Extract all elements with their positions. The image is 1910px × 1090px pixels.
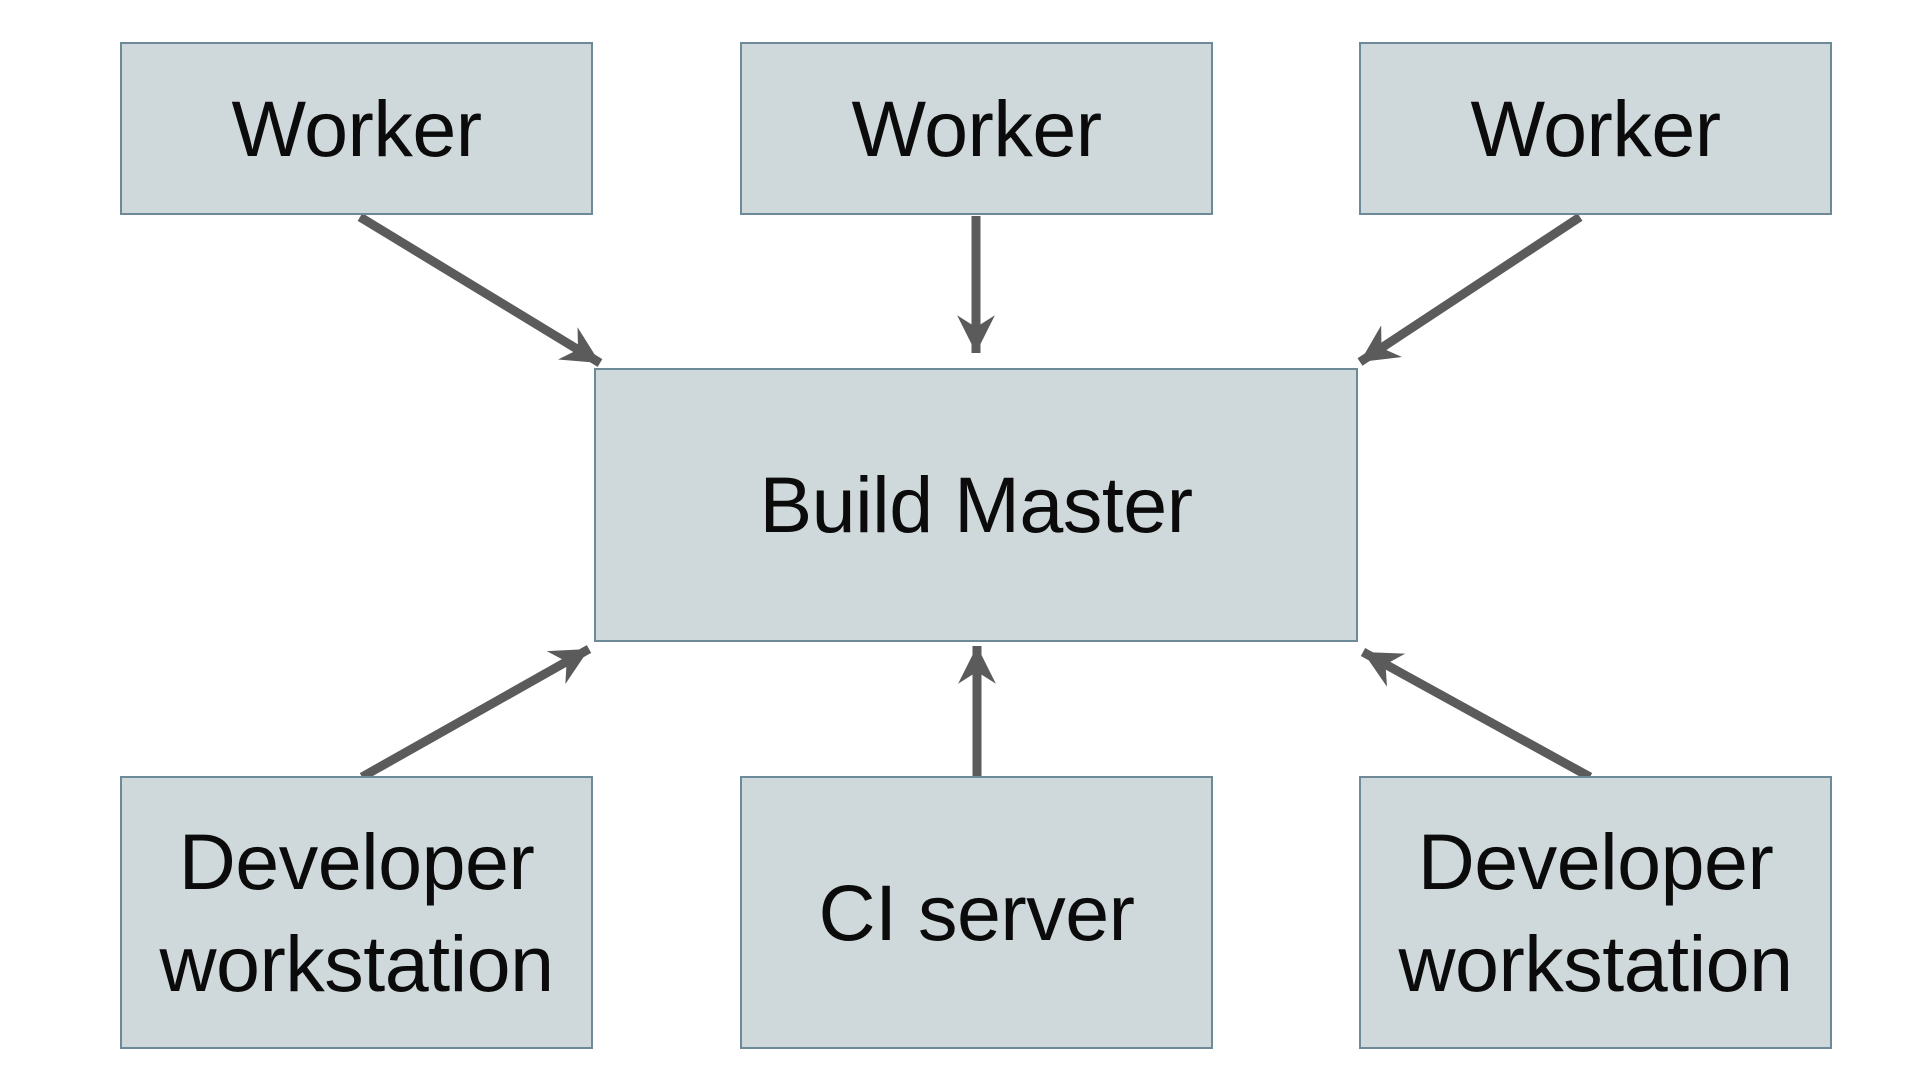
arrow-worker-1-to-build-master [357,213,603,367]
node-label: Worker [851,83,1102,173]
arrow-worker-3-to-build-master [1357,213,1583,366]
node-build-master: Build Master [594,368,1358,642]
node-developer-workstation-left: Developer workstation [120,776,593,1049]
node-ci-server: CI server [740,776,1213,1049]
node-worker-3: Worker [1359,42,1832,215]
node-label: Developer workstation [159,817,554,1008]
node-label: CI server [818,867,1135,957]
node-label: Developer workstation [1398,817,1793,1008]
node-label: Build Master [759,460,1193,550]
arrow-developer-workstation-right-to-build-master [1360,648,1593,781]
node-worker-1: Worker [120,42,593,215]
arrow-developer-workstation-left-to-build-master [359,645,592,781]
node-worker-2: Worker [740,42,1213,215]
node-label: Worker [231,83,482,173]
node-developer-workstation-right: Developer workstation [1359,776,1832,1049]
node-label: Worker [1470,83,1721,173]
